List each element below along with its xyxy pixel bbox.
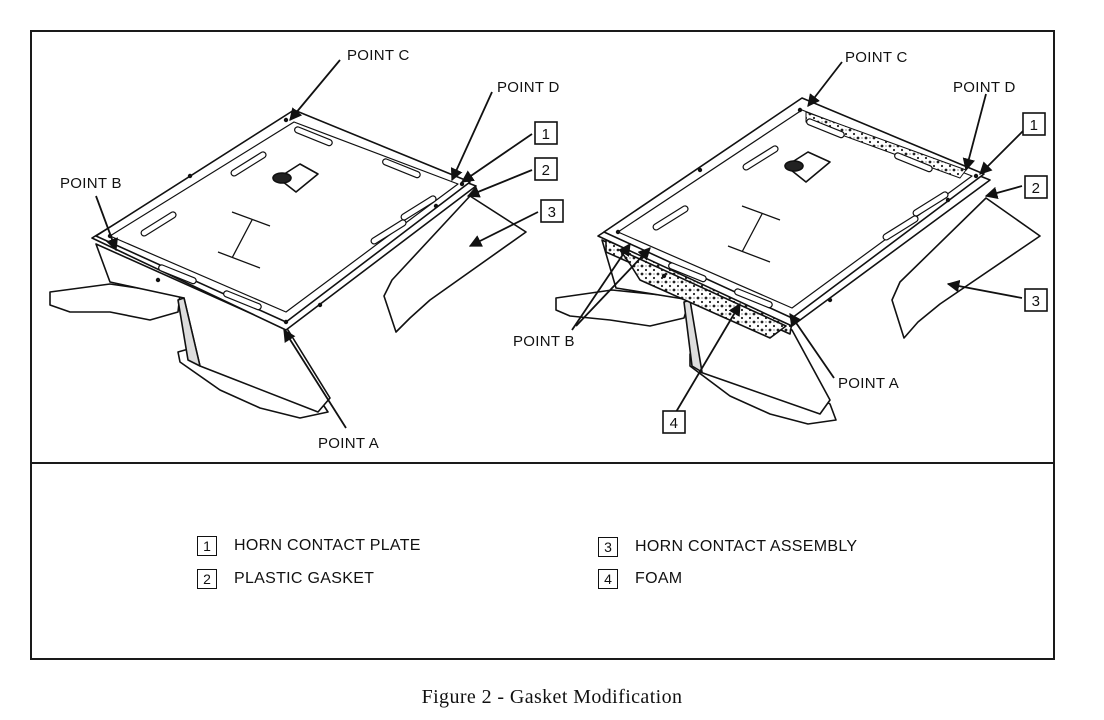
svg-text:2: 2 [542, 162, 551, 179]
right-callout-1: 1 [1022, 112, 1046, 136]
left-horn-assembly [49, 109, 527, 419]
figure-frame [30, 30, 1055, 660]
legend-item-4-label: FOAM [635, 570, 683, 587]
left-point-c-label: POINT C [347, 47, 410, 64]
legend-item-2-label: PLASTIC GASKET [234, 570, 375, 587]
right-point-a-label: POINT A [838, 375, 899, 392]
left-point-b-label: POINT B [60, 175, 122, 192]
right-point-b-label: POINT B [513, 333, 575, 350]
right-callout-3: 3 [1024, 288, 1048, 312]
legend-item-3-label: HORN CONTACT ASSEMBLY [635, 538, 858, 555]
svg-text:3: 3 [1032, 293, 1041, 310]
right-point-d-label: POINT D [953, 79, 1016, 96]
right-callout-4: 4 [662, 410, 686, 434]
svg-text:3: 3 [548, 204, 557, 221]
svg-text:1: 1 [1030, 117, 1039, 134]
legend-item-2-number: 2 [197, 569, 217, 589]
left-point-a-label: POINT A [318, 435, 379, 452]
left-callout-1: 1 [534, 121, 558, 145]
left-callout-2: 2 [534, 157, 558, 181]
right-point-c-label: POINT C [845, 49, 908, 66]
svg-text:1: 1 [542, 126, 551, 143]
svg-text:4: 4 [670, 415, 679, 432]
right-callout-2: 2 [1024, 175, 1048, 199]
left-point-d-label: POINT D [497, 79, 560, 96]
svg-text:2: 2 [1032, 180, 1041, 197]
legend-divider [30, 462, 1055, 464]
figure-caption: Figure 2 - Gasket Modification [421, 686, 683, 708]
legend-item-1-number: 1 [197, 536, 217, 556]
legend-item-1-label: HORN CONTACT PLATE [234, 537, 421, 554]
right-horn-assembly [555, 97, 1041, 425]
legend-item-4-number: 4 [598, 569, 618, 589]
legend-item-3-number: 3 [598, 537, 618, 557]
left-callout-3: 3 [540, 199, 564, 223]
